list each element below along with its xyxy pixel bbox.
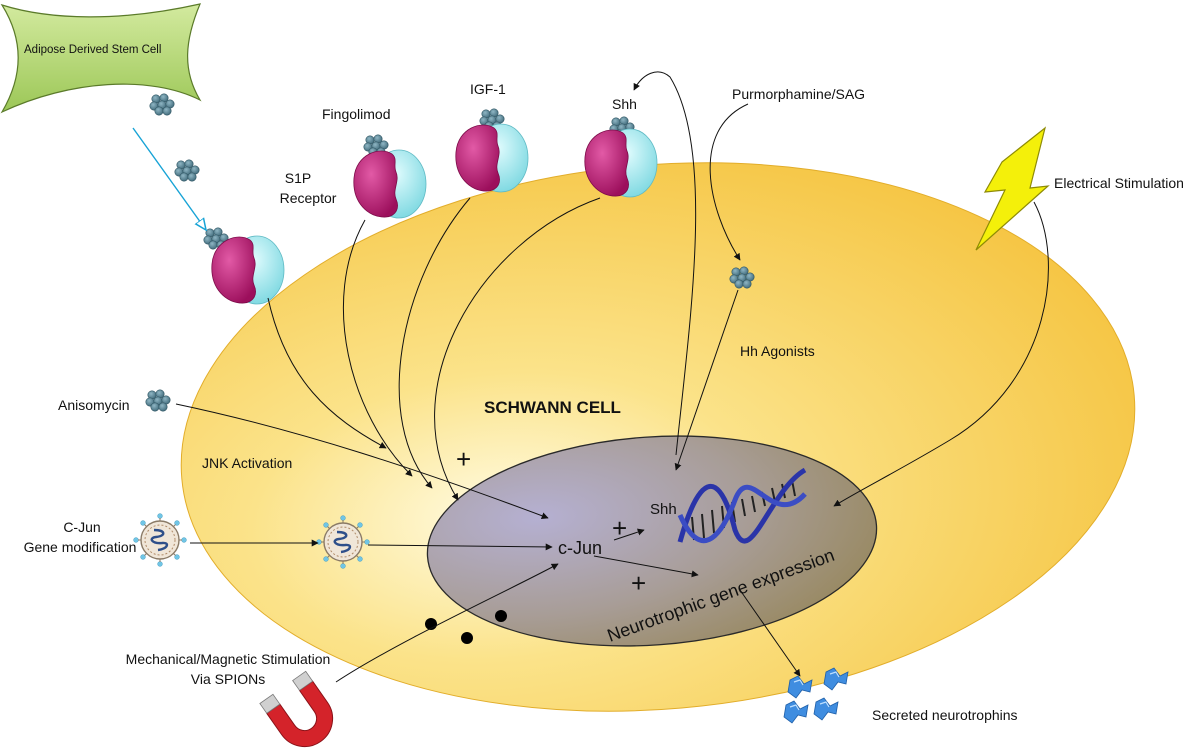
hh-agonists-label: Hh Agonists [740, 343, 815, 359]
receptor-icon [211, 235, 285, 305]
magnet-arrow [335, 563, 559, 683]
viral-vector-icon [315, 514, 371, 570]
lightning-bolt-icon [975, 126, 1050, 251]
igf1-receptor-icon [455, 123, 529, 193]
adipose-arrow [132, 127, 206, 230]
s1p-receptor-icon [353, 149, 427, 219]
fingolimod-label: Fingolimod [322, 106, 390, 122]
viral-vector-arrow [367, 543, 553, 551]
mechanical-stimulation-label: Mechanical/Magnetic Stimulation [126, 651, 331, 667]
adipose-stem-cell-shape [0, 3, 202, 114]
spion-dot [461, 632, 473, 644]
anisomycin-label: Anisomycin [58, 397, 130, 413]
hh-agonist-arrow [674, 289, 739, 471]
electrical-stimulation-label: Electrical Stimulation [1054, 175, 1184, 191]
cjun-neurotrophic-arrow [593, 555, 699, 578]
neurotrophin-icon [813, 697, 839, 721]
viral-vector-icon [132, 512, 188, 568]
cjun-label: c-Jun [558, 538, 602, 558]
anisomycin-ligand-icon [145, 389, 171, 412]
gene-modification-label: Gene modification [24, 539, 137, 555]
ligand-icon [149, 93, 175, 116]
anisomycin-arrow [175, 403, 549, 520]
cjun-shh-arrow [613, 528, 645, 541]
plus-sign: + [612, 513, 627, 543]
plus-sign: + [631, 568, 646, 598]
purmorphamine-label: Purmorphamine/SAG [732, 86, 865, 102]
purmorphamine-arrow [709, 103, 749, 261]
receptor-label: Receptor [280, 190, 337, 206]
schwann-cell-title: SCHWANN CELL [484, 398, 621, 417]
s1p-arrow [342, 219, 413, 477]
secreted-neurotrophins-label: Secreted neurotrophins [872, 707, 1018, 723]
shh-receptor-icon [584, 128, 658, 198]
s1p-label: S1P [285, 170, 311, 186]
jnk-activation-label: JNK Activation [202, 455, 292, 471]
shh-receptor-arrow [434, 197, 601, 501]
neurotrophin-icon [783, 700, 809, 724]
spion-dot [495, 610, 507, 622]
shh-nucleus-label: Shh [650, 501, 677, 518]
igf1-label: IGF-1 [470, 81, 506, 97]
dna-helix-icon [677, 467, 807, 544]
plus-sign: + [456, 444, 471, 474]
spions-label: Via SPIONs [191, 671, 265, 687]
igf1-arrow [398, 197, 471, 489]
secretion-arrow [739, 589, 801, 677]
adipose-label: Adipose Derived Stem Cell [24, 44, 161, 56]
shh-label: Shh [612, 96, 637, 112]
ligand-icon [174, 159, 200, 182]
nucleus [426, 435, 878, 647]
receptor-arrow [267, 297, 387, 449]
shh-feedback-arrow [633, 71, 697, 456]
electrical-arrow [833, 201, 1049, 507]
cjun-modification-label: C-Jun [63, 519, 100, 535]
magnet-icon [259, 670, 334, 748]
